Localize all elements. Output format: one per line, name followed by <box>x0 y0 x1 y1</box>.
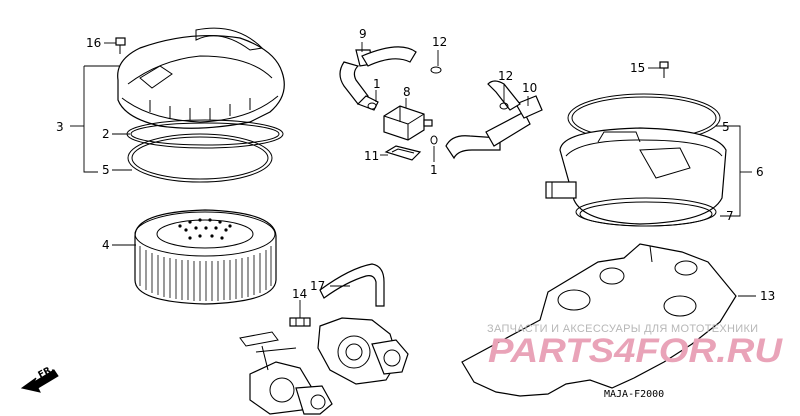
air-cleaner-cover <box>117 27 285 129</box>
breather-valve-8 <box>383 105 433 141</box>
callout-2: 2 <box>102 127 110 141</box>
carburetor-assembly <box>239 317 409 415</box>
air-filter-element <box>134 209 277 305</box>
callout-13: 13 <box>760 289 775 303</box>
callout-8: 8 <box>403 85 411 99</box>
callout-6: 6 <box>756 165 764 179</box>
joint-14 <box>289 317 311 327</box>
callout-10: 10 <box>522 81 537 95</box>
cover-seal-5 <box>127 133 273 183</box>
callout-5-right: 5 <box>722 120 730 134</box>
watermark-tagline: ЗАПЧАСТИ И АКСЕССУАРЫ ДЛЯ МОТОТЕХНИКИ <box>487 323 758 335</box>
callout-14: 14 <box>292 287 307 301</box>
figure-code: MAJA-F2000 <box>604 389 664 400</box>
callout-3: 3 <box>56 120 64 134</box>
breather-cover-11 <box>384 145 422 161</box>
insulator-13 <box>461 243 737 397</box>
callout-9: 9 <box>359 27 367 41</box>
callout-7: 7 <box>726 209 734 223</box>
callouts: 16 3 2 5 4 9 1 12 8 11 1 12 10 15 5 6 7 … <box>56 27 775 303</box>
watermark: ЗАПЧАСТИ И АКСЕССУАРЫ ДЛЯ МОТОТЕХНИКИ PA… <box>487 323 784 370</box>
callout-1-top: 1 <box>373 77 381 91</box>
air-cleaner-case <box>545 93 727 227</box>
bolt-16 <box>115 37 126 54</box>
callout-16: 16 <box>86 36 101 50</box>
arrow-icon <box>20 369 59 393</box>
callout-12-left: 12 <box>432 35 447 49</box>
front-direction-arrow: FR. <box>20 364 59 393</box>
clips <box>367 66 509 145</box>
callout-11: 11 <box>364 149 379 163</box>
callout-17: 17 <box>310 279 325 293</box>
tube-17 <box>319 263 385 307</box>
watermark-brand: PARTS4FOR.RU <box>488 332 784 370</box>
callout-15: 15 <box>630 61 645 75</box>
callout-12-right: 12 <box>498 69 513 83</box>
callout-4: 4 <box>102 238 110 252</box>
leader-lines <box>70 42 756 318</box>
callout-1-bottom: 1 <box>430 163 438 177</box>
callout-5-left: 5 <box>102 163 110 177</box>
bolt-15 <box>659 61 669 78</box>
